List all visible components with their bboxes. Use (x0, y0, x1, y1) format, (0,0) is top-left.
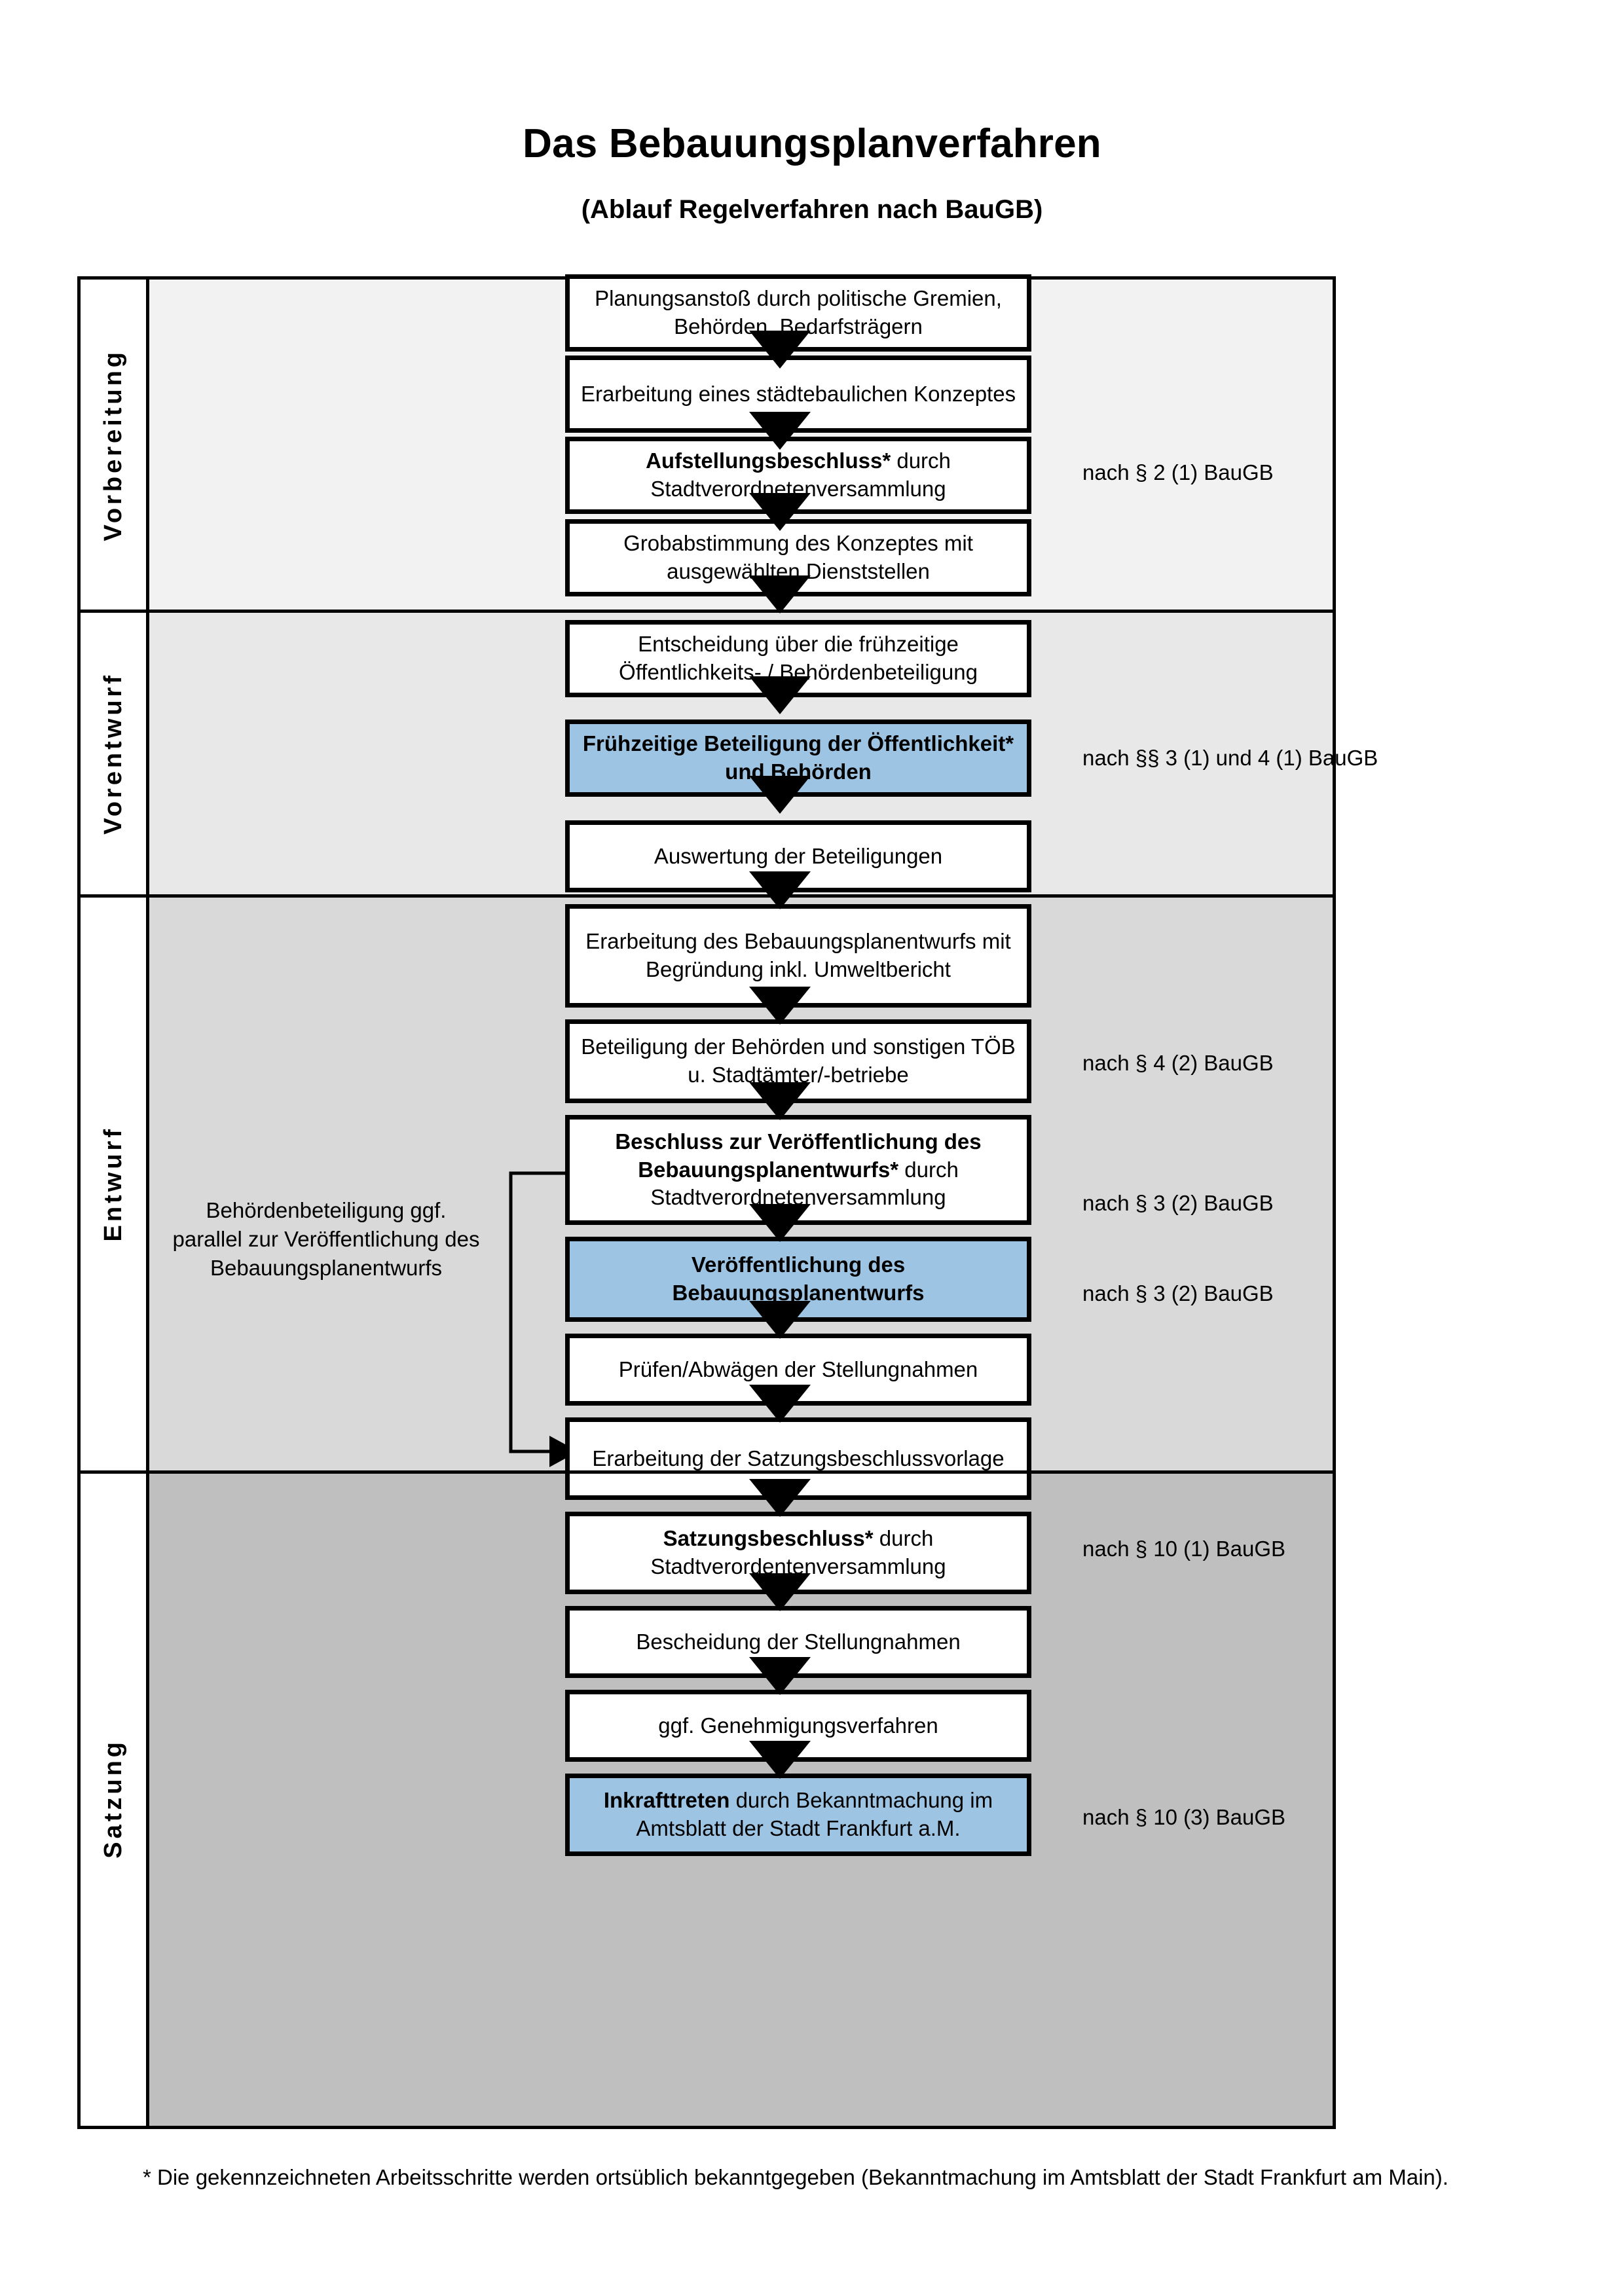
stage-separator (81, 894, 1333, 898)
flow-arrow-icon (749, 331, 811, 369)
flow-arrow-icon (749, 1385, 811, 1423)
flow-arrow-icon (749, 987, 811, 1025)
step-label: Inkrafttreten durch Bekanntmachung im Am… (603, 1788, 993, 1840)
legal-reference-ref-satzung: nach § 10 (1) BauGB (1082, 1537, 1286, 1561)
stage-label-text: Vorentwurf (99, 672, 127, 835)
flow-arrow-icon (749, 1573, 811, 1611)
stage-label-text: Entwurf (99, 1125, 127, 1242)
stage-label-text: Satzung (99, 1739, 127, 1859)
page-title: Das Bebauungsplanverfahren (523, 121, 1101, 166)
flow-arrow-icon (749, 1741, 811, 1779)
step-label: Bescheidung der Stellungnahmen (636, 1629, 961, 1654)
step-label: Entscheidung über die frühzeitige Öffent… (619, 632, 978, 684)
legal-reference-ref-beschluss: nach § 3 (2) BauGB (1082, 1191, 1274, 1215)
step-label: Veröffentlichung des Bebauungsplanentwur… (672, 1252, 925, 1305)
legal-reference-ref-inkraft: nach § 10 (3) BauGB (1082, 1805, 1286, 1829)
step-label: Erarbeitung der Satzungsbeschlussvorlage (592, 1446, 1005, 1470)
stage-separator (81, 1470, 1333, 1474)
legal-reference-ref-behoerden: nach § 4 (2) BauGB (1082, 1051, 1274, 1075)
flow-arrow-icon (749, 1082, 811, 1120)
flow-arrow-icon (749, 412, 811, 450)
flow-arrow-icon (749, 1479, 811, 1517)
process-step-inkrafttreten[interactable]: Inkrafttreten durch Bekanntmachung im Am… (565, 1774, 1031, 1856)
stage-label-vorentwurf: Vorentwurf (81, 611, 146, 896)
flow-arrow-icon (749, 871, 811, 909)
legal-reference-ref-fruehzeitige: nach §§ 3 (1) und 4 (1) BauGB (1082, 746, 1378, 770)
loop-connector-arrow (509, 1171, 578, 1467)
flow-arrow-icon (749, 493, 811, 531)
footnote: * Die gekennzeichneten Arbeitsschritte w… (143, 2165, 1449, 2189)
stage-label-text: Vorbereitung (99, 349, 127, 541)
step-label: Prüfen/Abwägen der Stellungnahmen (618, 1357, 978, 1381)
stage-label-entwurf: Entwurf (81, 896, 146, 1472)
stage-label-satzung: Satzung (81, 1472, 146, 2126)
step-label: Beschluss zur Veröffentlichung des Bebau… (615, 1129, 982, 1210)
flow-arrow-icon (749, 1301, 811, 1339)
side-note-behoerdenbeteiligung: Behördenbeteiligung ggf. parallel zur Ve… (172, 1198, 480, 1280)
flow-arrow-icon (749, 776, 811, 814)
process-step-planungsanstoss[interactable]: Planungsanstoß durch politische Gremien,… (565, 274, 1031, 352)
step-label: Erarbeitung eines städtebaulichen Konzep… (580, 381, 1016, 406)
step-label: Beteiligung der Behörden und sonstigen T… (581, 1034, 1016, 1087)
legal-reference-ref-aufstellung: nach § 2 (1) BauGB (1082, 460, 1274, 484)
step-label: ggf. Genehmigungsverfahren (658, 1713, 938, 1738)
step-label: Auswertung der Beteiligungen (654, 843, 943, 868)
legal-reference-ref-veroeff: nach § 3 (2) BauGB (1082, 1281, 1274, 1305)
step-label: Aufstellungsbeschluss* durch Stadtverord… (646, 448, 951, 501)
flow-arrow-icon (749, 575, 811, 613)
stage-label-divider (146, 280, 149, 2126)
flow-arrow-icon (749, 676, 811, 714)
step-label: Erarbeitung des Bebauungsplanentwurfs mi… (585, 929, 1011, 981)
process-step-satzungsvorlage[interactable]: Erarbeitung der Satzungsbeschlussvorlage (565, 1417, 1031, 1500)
flow-arrow-icon (749, 1657, 811, 1695)
document-header: Das Bebauungsplanverfahren (Ablauf Regel… (0, 0, 1624, 224)
flow-arrow-icon (749, 1204, 811, 1242)
stage-label-vorbereitung: Vorbereitung (81, 280, 146, 611)
page-subtitle: (Ablauf Regelverfahren nach BauGB) (581, 195, 1043, 225)
stage-separator (81, 610, 1333, 613)
